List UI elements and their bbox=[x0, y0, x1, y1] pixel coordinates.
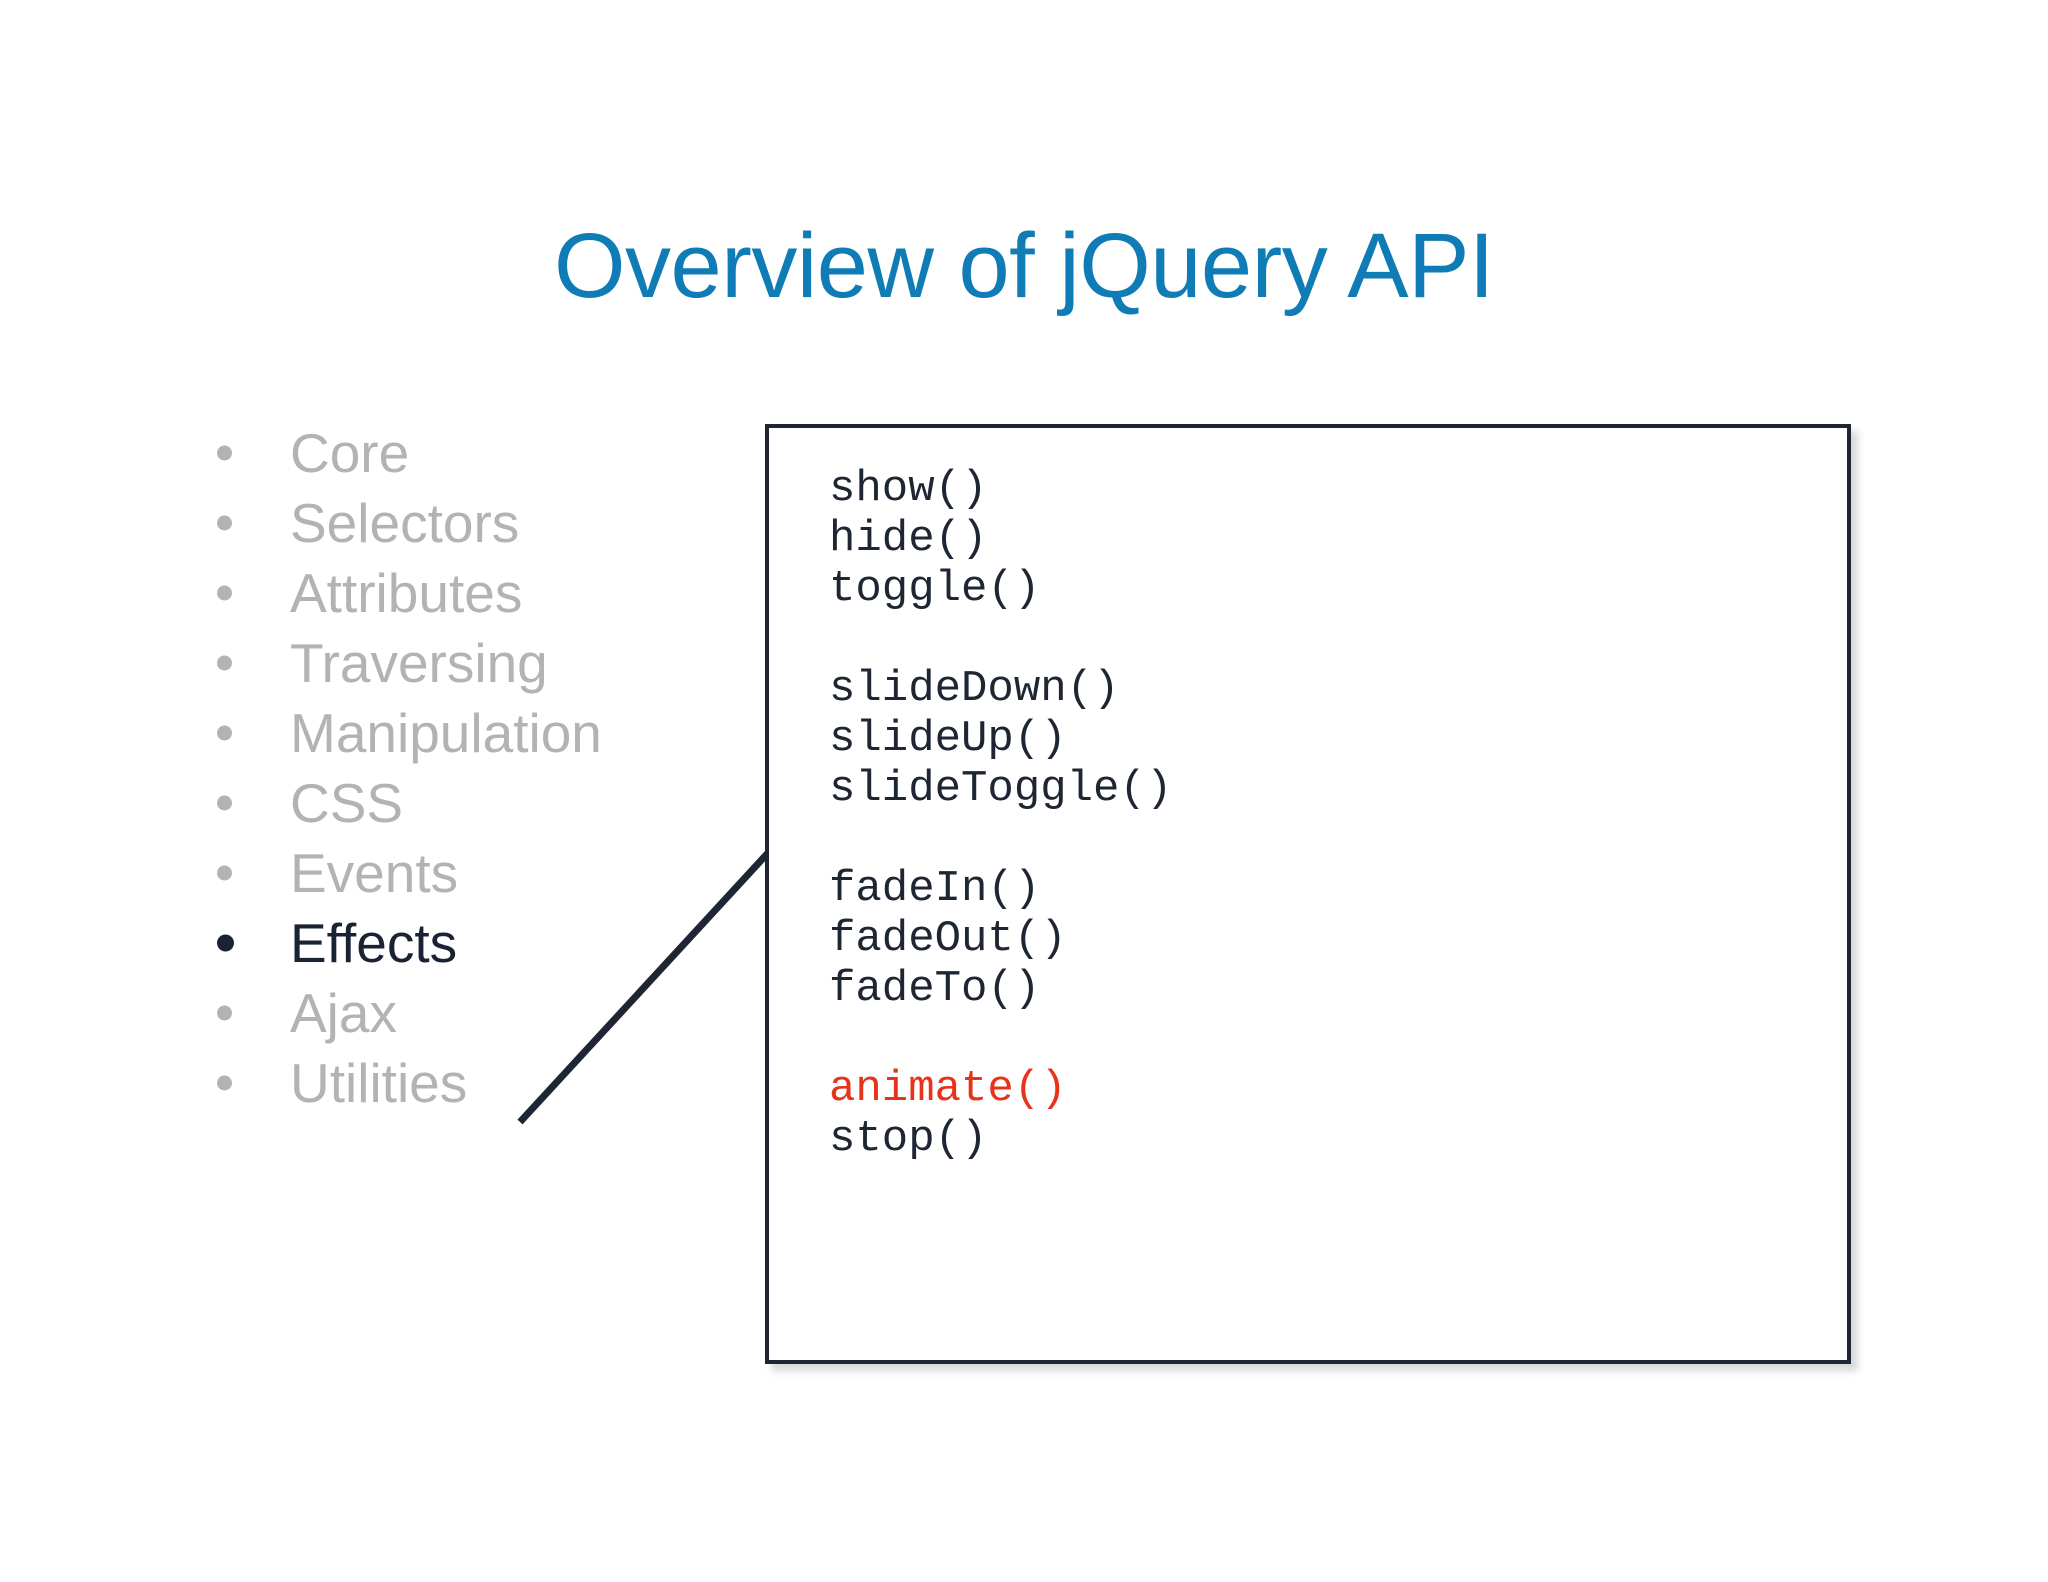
code-line-blank bbox=[829, 814, 1172, 864]
code-line: slideToggle() bbox=[829, 764, 1173, 814]
api-category-label: Attributes bbox=[290, 562, 523, 624]
bullet-dot-icon bbox=[217, 934, 234, 952]
code-line-blank bbox=[829, 614, 1172, 664]
api-category-label: Ajax bbox=[290, 982, 397, 1044]
bullet-dot-icon bbox=[217, 585, 232, 601]
api-category-label: Traversing bbox=[290, 632, 548, 694]
bullet-dot-icon bbox=[217, 445, 232, 461]
code-line: fadeIn() bbox=[829, 864, 1041, 914]
code-line: show() bbox=[829, 464, 988, 514]
bullet-dot-icon bbox=[217, 725, 232, 741]
api-category-item-effects[interactable]: Effects bbox=[205, 908, 765, 978]
code-line: animate() bbox=[829, 1064, 1067, 1114]
bullet-dot-icon bbox=[217, 795, 232, 811]
api-category-item-attributes[interactable]: Attributes bbox=[205, 558, 765, 628]
bullet-dot-icon bbox=[217, 1075, 232, 1091]
api-category-item-ajax[interactable]: Ajax bbox=[205, 978, 765, 1048]
api-category-label: Manipulation bbox=[290, 702, 602, 764]
api-category-label: Utilities bbox=[290, 1052, 468, 1114]
api-category-item-manipulation[interactable]: Manipulation bbox=[205, 698, 765, 768]
bullet-dot-icon bbox=[217, 1005, 232, 1021]
code-line: slideUp() bbox=[829, 714, 1067, 764]
api-category-label: Selectors bbox=[290, 492, 520, 554]
api-category-item-selectors[interactable]: Selectors bbox=[205, 488, 765, 558]
code-line: fadeTo() bbox=[829, 964, 1041, 1014]
api-category-label: Core bbox=[290, 422, 410, 484]
api-category-label: Events bbox=[290, 842, 459, 904]
bullet-dot-icon bbox=[217, 655, 232, 671]
code-line: fadeOut() bbox=[829, 914, 1067, 964]
api-category-label: Effects bbox=[290, 912, 458, 974]
code-line: toggle() bbox=[829, 564, 1041, 614]
api-category-item-css[interactable]: CSS bbox=[205, 768, 765, 838]
code-listing: show()hide()toggle() slideDown()slideUp(… bbox=[829, 464, 1172, 1164]
code-line-blank bbox=[829, 1014, 1172, 1064]
page-title: Overview of jQuery API bbox=[554, 215, 1495, 317]
api-category-item-traversing[interactable]: Traversing bbox=[205, 628, 765, 698]
bullet-dot-icon bbox=[217, 515, 232, 531]
api-category-item-events[interactable]: Events bbox=[205, 838, 765, 908]
api-category-label: CSS bbox=[290, 772, 404, 834]
code-line: hide() bbox=[829, 514, 988, 564]
bullet-dot-icon bbox=[217, 865, 232, 881]
api-category-item-core[interactable]: Core bbox=[205, 418, 765, 488]
api-category-item-utilities[interactable]: Utilities bbox=[205, 1048, 765, 1118]
effects-methods-callout: show()hide()toggle() slideDown()slideUp(… bbox=[765, 424, 1851, 1364]
code-line: stop() bbox=[829, 1114, 988, 1164]
code-line: slideDown() bbox=[829, 664, 1120, 714]
